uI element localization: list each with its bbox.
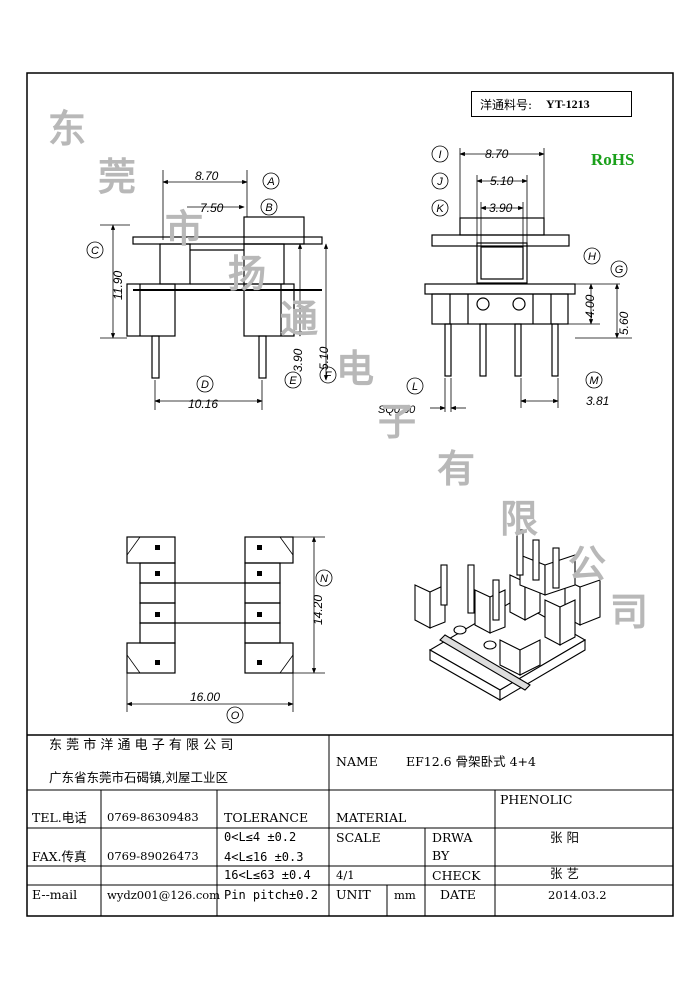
material-label: MATERIAL xyxy=(336,810,407,825)
callout-i: I xyxy=(438,149,441,161)
dim-side-l: SQ0.60 xyxy=(378,404,416,416)
dim-side-g: 5.60 xyxy=(617,311,631,335)
callout-c: C xyxy=(91,245,99,257)
dim-side-i: 8.70 xyxy=(485,147,509,161)
callout-a: A xyxy=(266,176,274,188)
dim-side-m: 3.81 xyxy=(586,394,609,408)
tel-label: TEL.电话 xyxy=(32,810,87,825)
dim-front-base: 10.16 xyxy=(188,397,218,411)
dim-front-height: 11.90 xyxy=(111,271,125,300)
company-address: 广东省东莞市石碣镇,刘屋工业区 xyxy=(49,770,228,785)
watermark-char: 公 xyxy=(568,542,607,586)
callout-g: G xyxy=(615,264,624,276)
watermark-char: 东 xyxy=(48,107,87,151)
callout-h: H xyxy=(588,251,596,263)
callout-m: M xyxy=(589,375,599,387)
rohs-badge: RoHS xyxy=(591,150,635,169)
fax-label: FAX.传真 xyxy=(32,849,87,864)
sheet-frame xyxy=(26,72,674,917)
side-view xyxy=(424,148,632,412)
callout-f: F xyxy=(325,370,333,382)
watermark-char: 司 xyxy=(610,590,649,634)
material-value: PHENOLIC xyxy=(500,792,573,807)
callout-o: O xyxy=(231,710,240,722)
callout-l: L xyxy=(412,381,418,393)
name-value: EF12.6 骨架卧式 4+4 xyxy=(406,754,536,769)
tolerance-label: TOLERANCE xyxy=(224,810,309,825)
drawn-label-2: BY xyxy=(432,848,450,863)
dim-side-h: 4.00 xyxy=(583,294,597,318)
watermark-char: 子 xyxy=(378,400,417,444)
watermark-char: 电 xyxy=(336,347,375,391)
callout-b: B xyxy=(265,202,272,214)
watermark-char: 通 xyxy=(280,297,319,341)
watermark-char: 莞 xyxy=(98,155,137,199)
fax-value: 0769-89026473 xyxy=(107,849,199,863)
isometric-view xyxy=(414,529,601,701)
check-label: CHECK xyxy=(432,868,481,883)
tolerance-line-4: Pin pitch±0.2 xyxy=(224,888,318,902)
drawn-label-1: DRWA xyxy=(432,830,473,845)
dim-front-h1: 3.90 xyxy=(291,348,305,372)
drawn-value: 张 阳 xyxy=(550,830,579,845)
front-view xyxy=(100,170,329,410)
email-value: wydz001@126.com xyxy=(107,888,221,902)
tolerance-line-3: 16<L≤63 ±0.4 xyxy=(224,868,311,882)
date-label: DATE xyxy=(440,887,476,902)
unit-value: mm xyxy=(394,888,416,902)
unit-label: UNIT xyxy=(336,887,371,902)
front-callouts xyxy=(86,172,337,393)
callout-n: N xyxy=(320,573,328,585)
scale-label: SCALE xyxy=(336,830,381,845)
scale-value: 4/1 xyxy=(336,868,355,882)
watermark-char: 扬 xyxy=(228,252,267,296)
tel-value: 0769-86309483 xyxy=(107,810,199,824)
dim-bottom-width: 16.00 xyxy=(190,690,220,704)
dim-front-width2: 7.50 xyxy=(200,201,224,215)
company-name: 东 莞 市 洋 通 电 子 有 限 公 司 xyxy=(49,738,234,753)
dim-side-k: 3.90 xyxy=(489,201,513,215)
tolerance-line-2: 4<L≤16 ±0.3 xyxy=(224,850,304,864)
callout-j: J xyxy=(436,176,443,188)
callout-e: E xyxy=(289,375,297,387)
watermark-char: 有 xyxy=(437,447,476,491)
dim-front-h2: 5.10 xyxy=(317,346,331,370)
watermark-char: 限 xyxy=(500,497,539,541)
callout-d: D xyxy=(201,379,209,391)
callout-k: K xyxy=(436,203,444,215)
watermark-char: 市 xyxy=(165,207,204,251)
part-number-label: 洋通料号: xyxy=(480,97,533,112)
date-value: 2014.03.2 xyxy=(548,888,607,902)
check-value: 张 艺 xyxy=(550,866,579,881)
dim-front-width: 8.70 xyxy=(195,169,219,183)
part-number-box: 洋通料号: YT-1213 xyxy=(471,91,632,117)
part-number-value: YT-1213 xyxy=(546,96,590,111)
bottom-view xyxy=(126,536,325,712)
dim-side-j: 5.10 xyxy=(490,174,514,188)
email-label: E--mail xyxy=(32,887,78,902)
side-callouts xyxy=(406,145,628,395)
name-label: NAME xyxy=(336,754,378,769)
tolerance-line-1: 0<L≤4 ±0.2 xyxy=(224,830,297,844)
dim-bottom-height: 14.20 xyxy=(311,595,325,625)
